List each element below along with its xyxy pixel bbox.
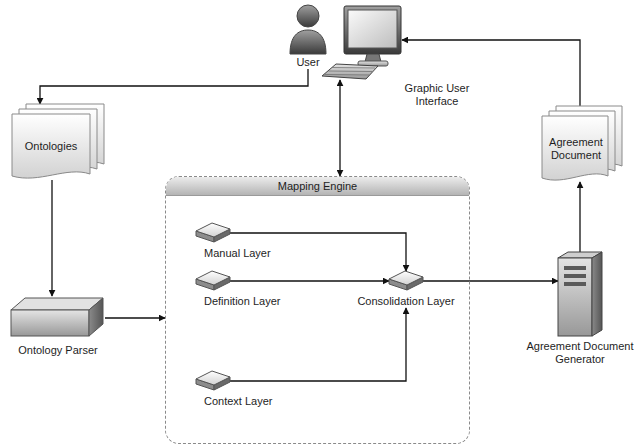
engine-region: Mapping EngineManual LayerDefinition Lay…	[165, 176, 470, 444]
tower-side	[592, 252, 602, 336]
node-label: User	[288, 56, 328, 69]
node-label: Definition Layer	[204, 295, 284, 308]
layer-top	[196, 371, 230, 385]
tower-shape	[558, 252, 602, 336]
connector-arrow	[339, 80, 340, 176]
connector-arrow	[230, 280, 389, 281]
layer-top	[389, 271, 423, 285]
gui-shape	[322, 6, 402, 80]
document-page	[542, 116, 608, 180]
drive-slot	[564, 274, 586, 278]
layer-shape	[389, 271, 423, 291]
layer-node: Context Layer	[194, 371, 284, 408]
monitor-screen	[348, 10, 397, 48]
tower-front	[558, 258, 592, 336]
layer-top	[196, 223, 230, 237]
user-shape	[288, 4, 328, 54]
layer-node: Definition Layer	[194, 271, 284, 308]
layer-shape	[196, 371, 230, 391]
connector-arrow	[423, 280, 558, 281]
node-label: Manual Layer	[204, 247, 284, 260]
node-label: Graphic User Interface	[400, 82, 474, 108]
connector-arrow	[40, 69, 308, 104]
box-top	[11, 298, 103, 310]
parser-box: Ontology Parser	[8, 296, 108, 357]
box-side	[89, 298, 103, 336]
user-icon: User	[288, 4, 328, 69]
keyboard	[322, 64, 378, 79]
layer-shape	[196, 271, 230, 291]
document-page	[12, 114, 90, 178]
document-stack: Ontologies	[12, 104, 104, 180]
keyboard-keys	[325, 74, 369, 76]
monitor-bezel	[344, 6, 401, 54]
person-body	[290, 30, 326, 54]
person-head	[297, 5, 319, 27]
keyboard-keys	[328, 71, 372, 73]
layer-shape	[196, 223, 230, 243]
layer-node: Manual Layer	[194, 223, 284, 260]
node-label: Ontologies	[14, 140, 88, 153]
box-front	[11, 310, 89, 336]
consolidation-node: Consolidation Layer	[354, 271, 458, 308]
document-stack: Agreement Document	[542, 106, 622, 182]
node-label: Context Layer	[204, 395, 284, 408]
parser-shape	[11, 296, 105, 340]
gui-workstation: Graphic User Interface	[322, 6, 474, 108]
drive-slot	[564, 266, 586, 270]
connector-arrow	[230, 308, 406, 381]
node-label: Consolidation Layer	[354, 295, 458, 308]
layer-top	[196, 271, 230, 285]
server-tower: Agreement Document Generator	[520, 252, 640, 366]
region-title: Mapping Engine	[166, 177, 469, 196]
connector-arrow	[51, 180, 52, 296]
node-label: Ontology Parser	[8, 344, 108, 357]
connector-arrow	[105, 317, 165, 318]
node-label: Agreement Document	[544, 136, 608, 162]
keyboard-keys	[332, 67, 375, 69]
connector-arrow	[579, 182, 580, 252]
drive-slot	[564, 282, 586, 286]
node-label: Agreement Document Generator	[520, 340, 640, 366]
